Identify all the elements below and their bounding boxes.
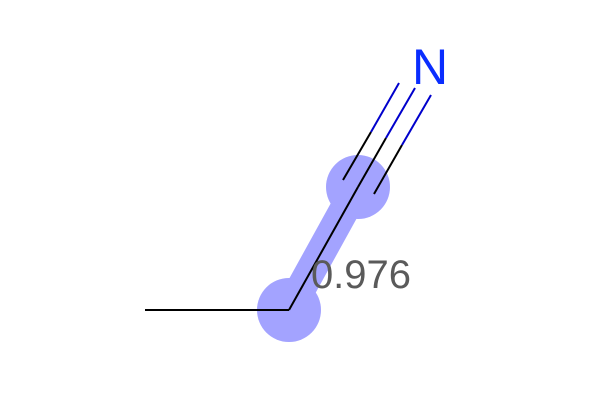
- score-label: 0.976: [311, 253, 411, 297]
- bond-c-c: [288, 186, 359, 311]
- triple-bond: [342, 82, 432, 195]
- atom-label-nitrogen: N: [412, 39, 448, 95]
